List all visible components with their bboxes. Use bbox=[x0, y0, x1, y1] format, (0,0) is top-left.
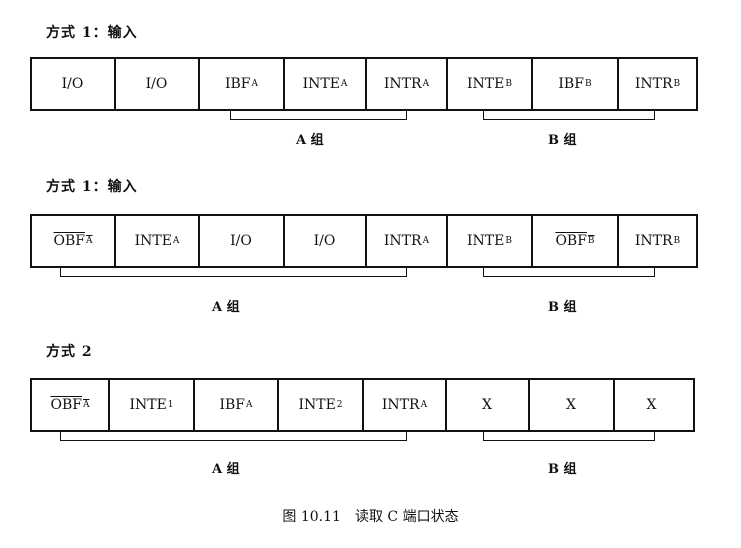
section-1-title: 方式 1：输入 bbox=[46, 25, 138, 41]
register-3-bit-1: X bbox=[530, 380, 615, 430]
group-b-bracket-2 bbox=[483, 266, 655, 277]
group-b-bracket-1 bbox=[483, 109, 655, 120]
register-2-bit-4: I/O bbox=[285, 216, 367, 266]
group-b-label-2: B 组 bbox=[548, 300, 577, 315]
section-3-title: 方式 2 bbox=[46, 344, 93, 360]
register-2-bit-5: I/O bbox=[200, 216, 285, 266]
group-b-bracket-3 bbox=[483, 430, 655, 441]
group-a-bracket-1 bbox=[230, 109, 407, 120]
group-a-bracket-3 bbox=[60, 430, 407, 441]
group-a-label-2: A 组 bbox=[212, 300, 240, 315]
register-1-bit-7: I/O bbox=[32, 59, 116, 109]
figure-caption: 图 10.11 读取 C 端口状态 bbox=[282, 509, 459, 525]
group-a-label-1: A 组 bbox=[296, 133, 324, 148]
group-a-bracket-2 bbox=[60, 266, 407, 277]
register-3-bit-0: X bbox=[646, 397, 657, 413]
section-2-title: 方式 1：输入 bbox=[46, 179, 138, 195]
group-b-label-3: B 组 bbox=[548, 462, 577, 477]
group-b-label-1: B 组 bbox=[548, 133, 577, 148]
register-1-bit-6: I/O bbox=[116, 59, 200, 109]
register-3-bit-2: X bbox=[447, 380, 530, 430]
group-a-label-3: A 组 bbox=[212, 462, 240, 477]
